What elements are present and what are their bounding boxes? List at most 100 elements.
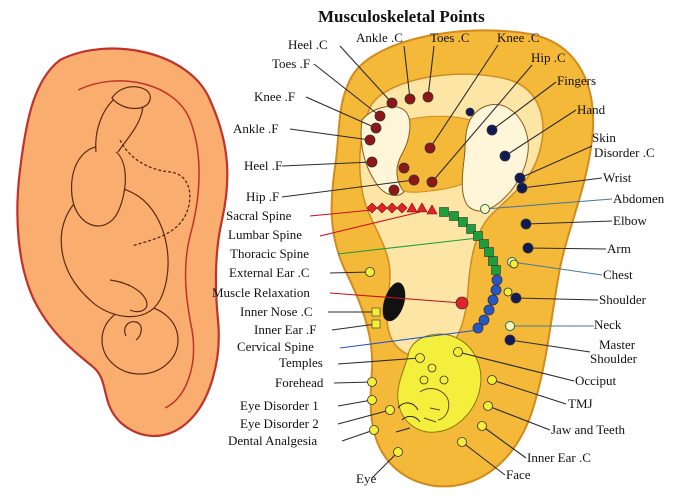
label-jaw-and-teeth: Jaw and Teeth bbox=[551, 423, 625, 437]
label-ankle-f: Ankle .F bbox=[233, 122, 279, 136]
point-ankle-c bbox=[405, 94, 415, 104]
label-inner-ear-c: Inner Ear .C bbox=[527, 451, 591, 465]
label-external-ear-c: External Ear .C bbox=[229, 266, 310, 280]
point-fingers bbox=[487, 125, 497, 135]
point-yellow-extra-1 bbox=[440, 376, 448, 384]
point-thoracic-6 bbox=[485, 248, 494, 257]
point-wrist bbox=[517, 183, 527, 193]
point-cervical-5 bbox=[473, 323, 483, 333]
label-shoulder: Shoulder bbox=[599, 293, 646, 307]
label-inner-nose-c: Inner Nose .C bbox=[240, 305, 313, 319]
point-eye-disorder-2 bbox=[386, 406, 395, 415]
point-elbow bbox=[521, 219, 531, 229]
point-jaw-and-teeth bbox=[484, 402, 493, 411]
label-elbow: Elbow bbox=[613, 214, 647, 228]
label-hip-c: Hip .C bbox=[531, 51, 566, 65]
point-forehead bbox=[368, 378, 377, 387]
point-thoracic-0 bbox=[440, 208, 449, 217]
label-forehead: Forehead bbox=[275, 376, 323, 390]
point-hip-c bbox=[427, 177, 437, 187]
diagram-title: Musculoskeletal Points bbox=[318, 7, 485, 27]
point-ankle-f bbox=[365, 135, 375, 145]
label-face: Face bbox=[506, 468, 531, 482]
label-master-shoulder: Shoulder bbox=[590, 352, 637, 366]
point-thoracic-8 bbox=[492, 266, 501, 275]
label-temples: Temples bbox=[279, 356, 323, 370]
point-skin bbox=[515, 173, 525, 183]
label-hand: Hand bbox=[577, 103, 605, 117]
label-wrist: Wrist bbox=[603, 171, 631, 185]
label-toes-c: Toes .C bbox=[430, 31, 470, 45]
label-cervical-spine: Cervical Spine bbox=[237, 340, 314, 354]
label-master: Master bbox=[599, 338, 635, 352]
label-chest: Chest bbox=[603, 268, 633, 282]
label-hip-f: Hip .F bbox=[246, 190, 279, 204]
label-eye: Eye bbox=[356, 472, 376, 486]
label-disorder-c: Disorder .C bbox=[594, 146, 655, 160]
label-occiput: Occiput bbox=[575, 374, 616, 388]
label-ankle-c: Ankle .C bbox=[356, 31, 403, 45]
label-skin: Skin bbox=[592, 131, 616, 145]
label-knee-f: Knee .F bbox=[254, 90, 295, 104]
point-toes-c bbox=[423, 92, 433, 102]
point-face bbox=[458, 438, 467, 447]
point-toes-f bbox=[375, 111, 385, 121]
point-eye bbox=[394, 448, 403, 457]
label-eye-disorder-2: Eye Disorder 2 bbox=[240, 417, 319, 431]
leader-forehead bbox=[334, 382, 372, 383]
label-thoracic-spine: Thoracic Spine bbox=[230, 247, 309, 261]
left-ear-fetus-illustration bbox=[17, 49, 227, 436]
point-inner-ear-c bbox=[478, 422, 487, 431]
point-knee-f bbox=[371, 123, 381, 133]
label-neck: Neck bbox=[594, 318, 621, 332]
point-thoracic-1 bbox=[450, 212, 459, 221]
label-dental-analgesia: Dental Analgesia bbox=[228, 434, 317, 448]
point-cervical-2 bbox=[488, 295, 498, 305]
point-thoracic-5 bbox=[480, 240, 489, 249]
point-tmj bbox=[488, 376, 497, 385]
label-toes-f: Toes .F bbox=[272, 57, 310, 71]
label-heel-c: Heel .C bbox=[288, 38, 328, 52]
label-lumbar-spine: Lumbar Spine bbox=[228, 228, 302, 242]
point-thoracic-7 bbox=[489, 257, 498, 266]
point-knee-c bbox=[425, 143, 435, 153]
point-cervical-3 bbox=[484, 305, 494, 315]
point-heel-c bbox=[387, 98, 397, 108]
leader-eye-disorder-1 bbox=[338, 400, 372, 406]
point-mid-1 bbox=[399, 163, 409, 173]
point-inner-ear-f bbox=[372, 320, 380, 328]
label-inner-ear-f: Inner Ear .F bbox=[254, 323, 316, 337]
point-eye-disorder-1 bbox=[368, 396, 377, 405]
label-fingers: Fingers bbox=[557, 74, 596, 88]
point-yellow-extra-3 bbox=[504, 288, 512, 296]
point-thoracic-4 bbox=[474, 232, 483, 241]
point-mid-2 bbox=[389, 185, 399, 195]
label-tmj: TMJ bbox=[568, 397, 593, 411]
point-arm bbox=[523, 243, 533, 253]
leader-dental-analgesia bbox=[342, 430, 374, 441]
point-heel-f bbox=[367, 157, 377, 167]
point-dental-analgesia bbox=[370, 426, 379, 435]
point-yellow-extra-0 bbox=[428, 364, 436, 372]
label-arm: Arm bbox=[607, 242, 631, 256]
point-yellow-extra-4 bbox=[510, 260, 518, 268]
point-thoracic-2 bbox=[459, 218, 468, 227]
fetus-thigh bbox=[72, 146, 126, 226]
label-knee-c: Knee .C bbox=[497, 31, 540, 45]
point-neck bbox=[506, 322, 515, 331]
point-cervical-1 bbox=[491, 285, 501, 295]
point-hand bbox=[500, 151, 510, 161]
label-abdomen: Abdomen bbox=[613, 192, 664, 206]
point-finger-2 bbox=[466, 108, 474, 116]
point-cervical-0 bbox=[492, 275, 502, 285]
label-eye-disorder-1: Eye Disorder 1 bbox=[240, 399, 319, 413]
point-yellow-extra-2 bbox=[420, 376, 428, 384]
label-heel-f: Heel .F bbox=[244, 159, 282, 173]
point-occiput bbox=[454, 348, 463, 357]
point-hip-f bbox=[409, 175, 419, 185]
point-master-shoulder bbox=[505, 335, 515, 345]
point-temples bbox=[416, 354, 425, 363]
label-muscle-relaxation: Muscle Relaxation bbox=[212, 286, 310, 300]
point-external-ear-c bbox=[366, 268, 375, 277]
